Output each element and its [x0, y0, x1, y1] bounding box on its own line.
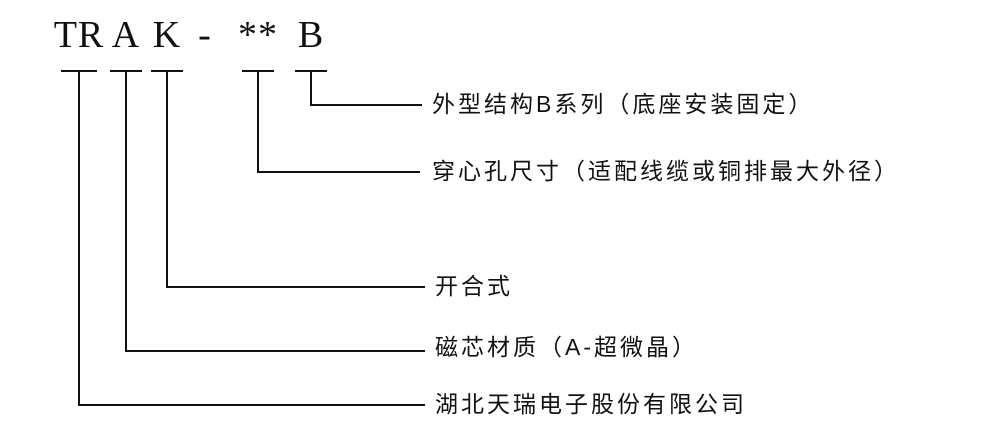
leader-vline-b	[310, 70, 312, 106]
leader-vline-a	[125, 70, 127, 352]
label-series: 外型结构B系列（底座安装固定）	[432, 91, 815, 118]
leader-vline-stars	[257, 70, 259, 173]
leader-hline-tr	[78, 404, 425, 406]
label-hole-size: 穿心孔尺寸（适配线缆或铜排最大外径）	[432, 158, 900, 185]
code-part-a: A	[111, 14, 141, 56]
leader-vline-k	[166, 70, 168, 288]
leader-vline-tr	[78, 70, 80, 406]
leader-hline-stars	[257, 171, 420, 173]
leader-hline-a	[125, 350, 425, 352]
code-part-b: B	[297, 14, 325, 56]
label-core-material: 磁芯材质（A-超微晶）	[435, 334, 698, 361]
code-part-stars: **	[238, 14, 278, 56]
code-part-k: K	[152, 14, 182, 56]
label-split-core: 开合式	[435, 273, 513, 300]
leader-hline-b	[310, 104, 422, 106]
label-company: 湖北天瑞电子股份有限公司	[435, 391, 747, 418]
code-part-tr: TR	[53, 14, 105, 56]
leader-hline-k	[166, 286, 425, 288]
code-part-dash: -	[198, 14, 212, 56]
